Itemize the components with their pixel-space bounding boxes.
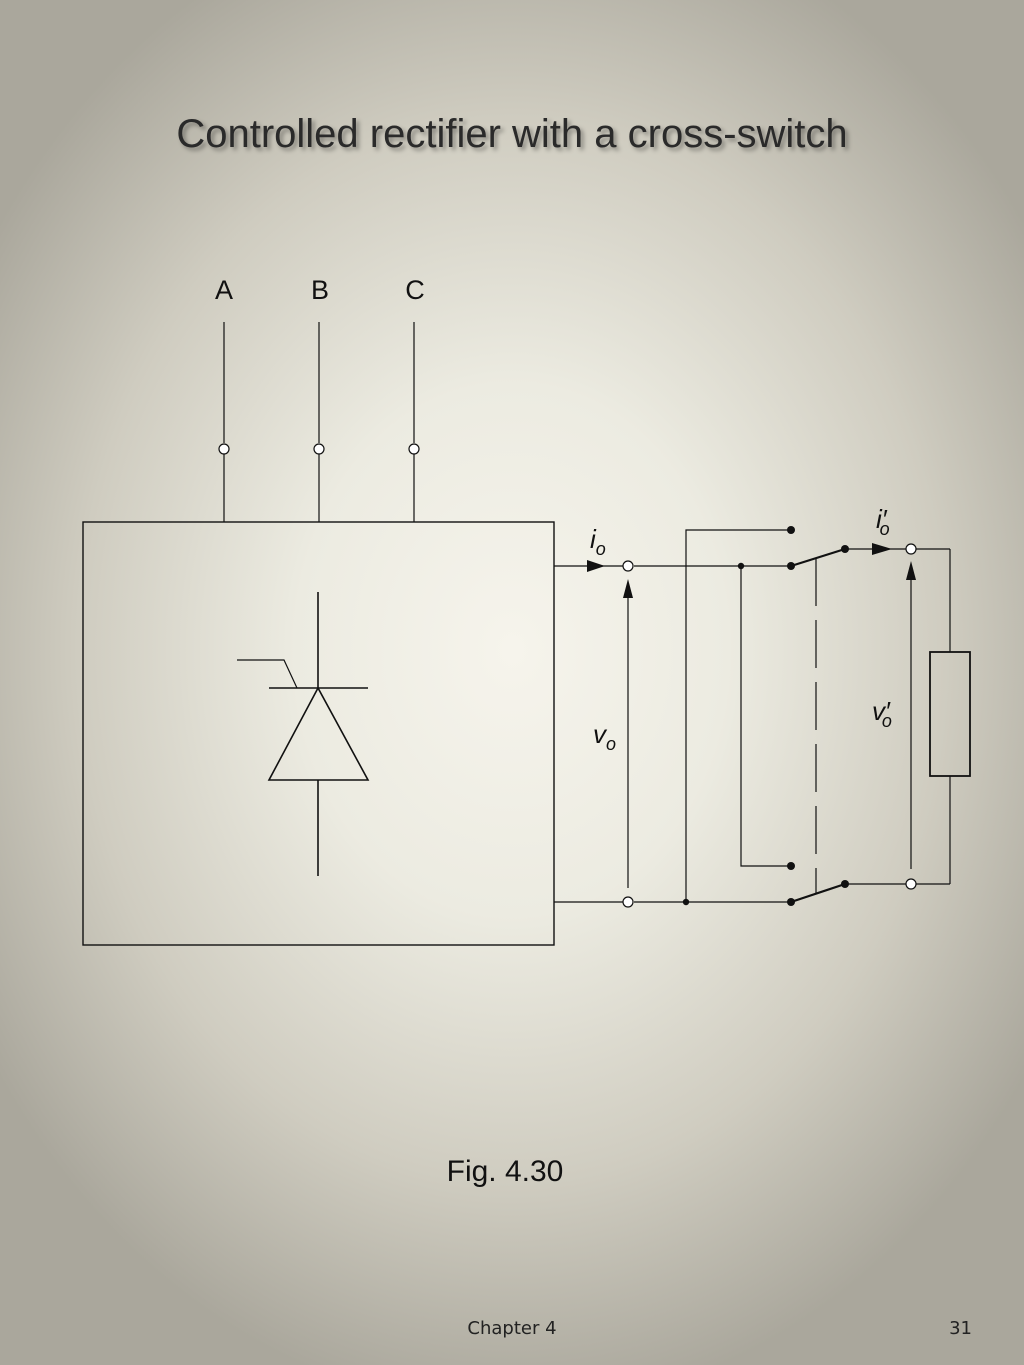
io-arrowhead (587, 560, 605, 572)
terminal-c (408, 443, 420, 455)
output-terminal-top (622, 560, 634, 572)
vo-prime-arrowhead (906, 561, 916, 580)
phase-label-a: A (215, 275, 233, 305)
load-current-label: i′o (876, 504, 890, 539)
io-prime-arrowhead (872, 543, 892, 555)
phase-label-c: C (405, 275, 425, 305)
cross-wire-2 (740, 566, 791, 867)
switch-top (790, 547, 846, 568)
output-terminal-bottom (622, 896, 634, 908)
output-voltage-label: vo (593, 719, 616, 754)
terminal-a (218, 443, 230, 455)
cross-wire-1 (685, 529, 791, 902)
vo-arrowhead (623, 579, 633, 598)
contact-dot (787, 526, 795, 534)
footer-chapter: Chapter 4 (467, 1318, 557, 1339)
page-number: 31 (949, 1318, 972, 1339)
contact-dot (841, 880, 849, 888)
slide-title: Controlled rectifier with a cross-switch (176, 112, 848, 156)
contact-dot (787, 562, 795, 570)
switch-bottom (790, 882, 846, 904)
contact-dot (787, 862, 795, 870)
figure-caption: Fig. 4.30 (446, 1155, 564, 1188)
phase-label-b: B (311, 275, 329, 305)
junction-dot (737, 562, 745, 570)
junction-dot (682, 898, 690, 906)
output-current-label: io (590, 524, 606, 559)
thyristor-symbol (237, 592, 370, 876)
load-voltage-label: v′o (872, 696, 892, 731)
terminal-b (313, 443, 325, 455)
contact-dot (841, 545, 849, 553)
load-terminal-top (905, 543, 917, 555)
rectifier-block (82, 521, 555, 946)
load-terminal-bottom (905, 878, 917, 890)
contact-dot (787, 898, 795, 906)
load-resistor (929, 651, 971, 777)
